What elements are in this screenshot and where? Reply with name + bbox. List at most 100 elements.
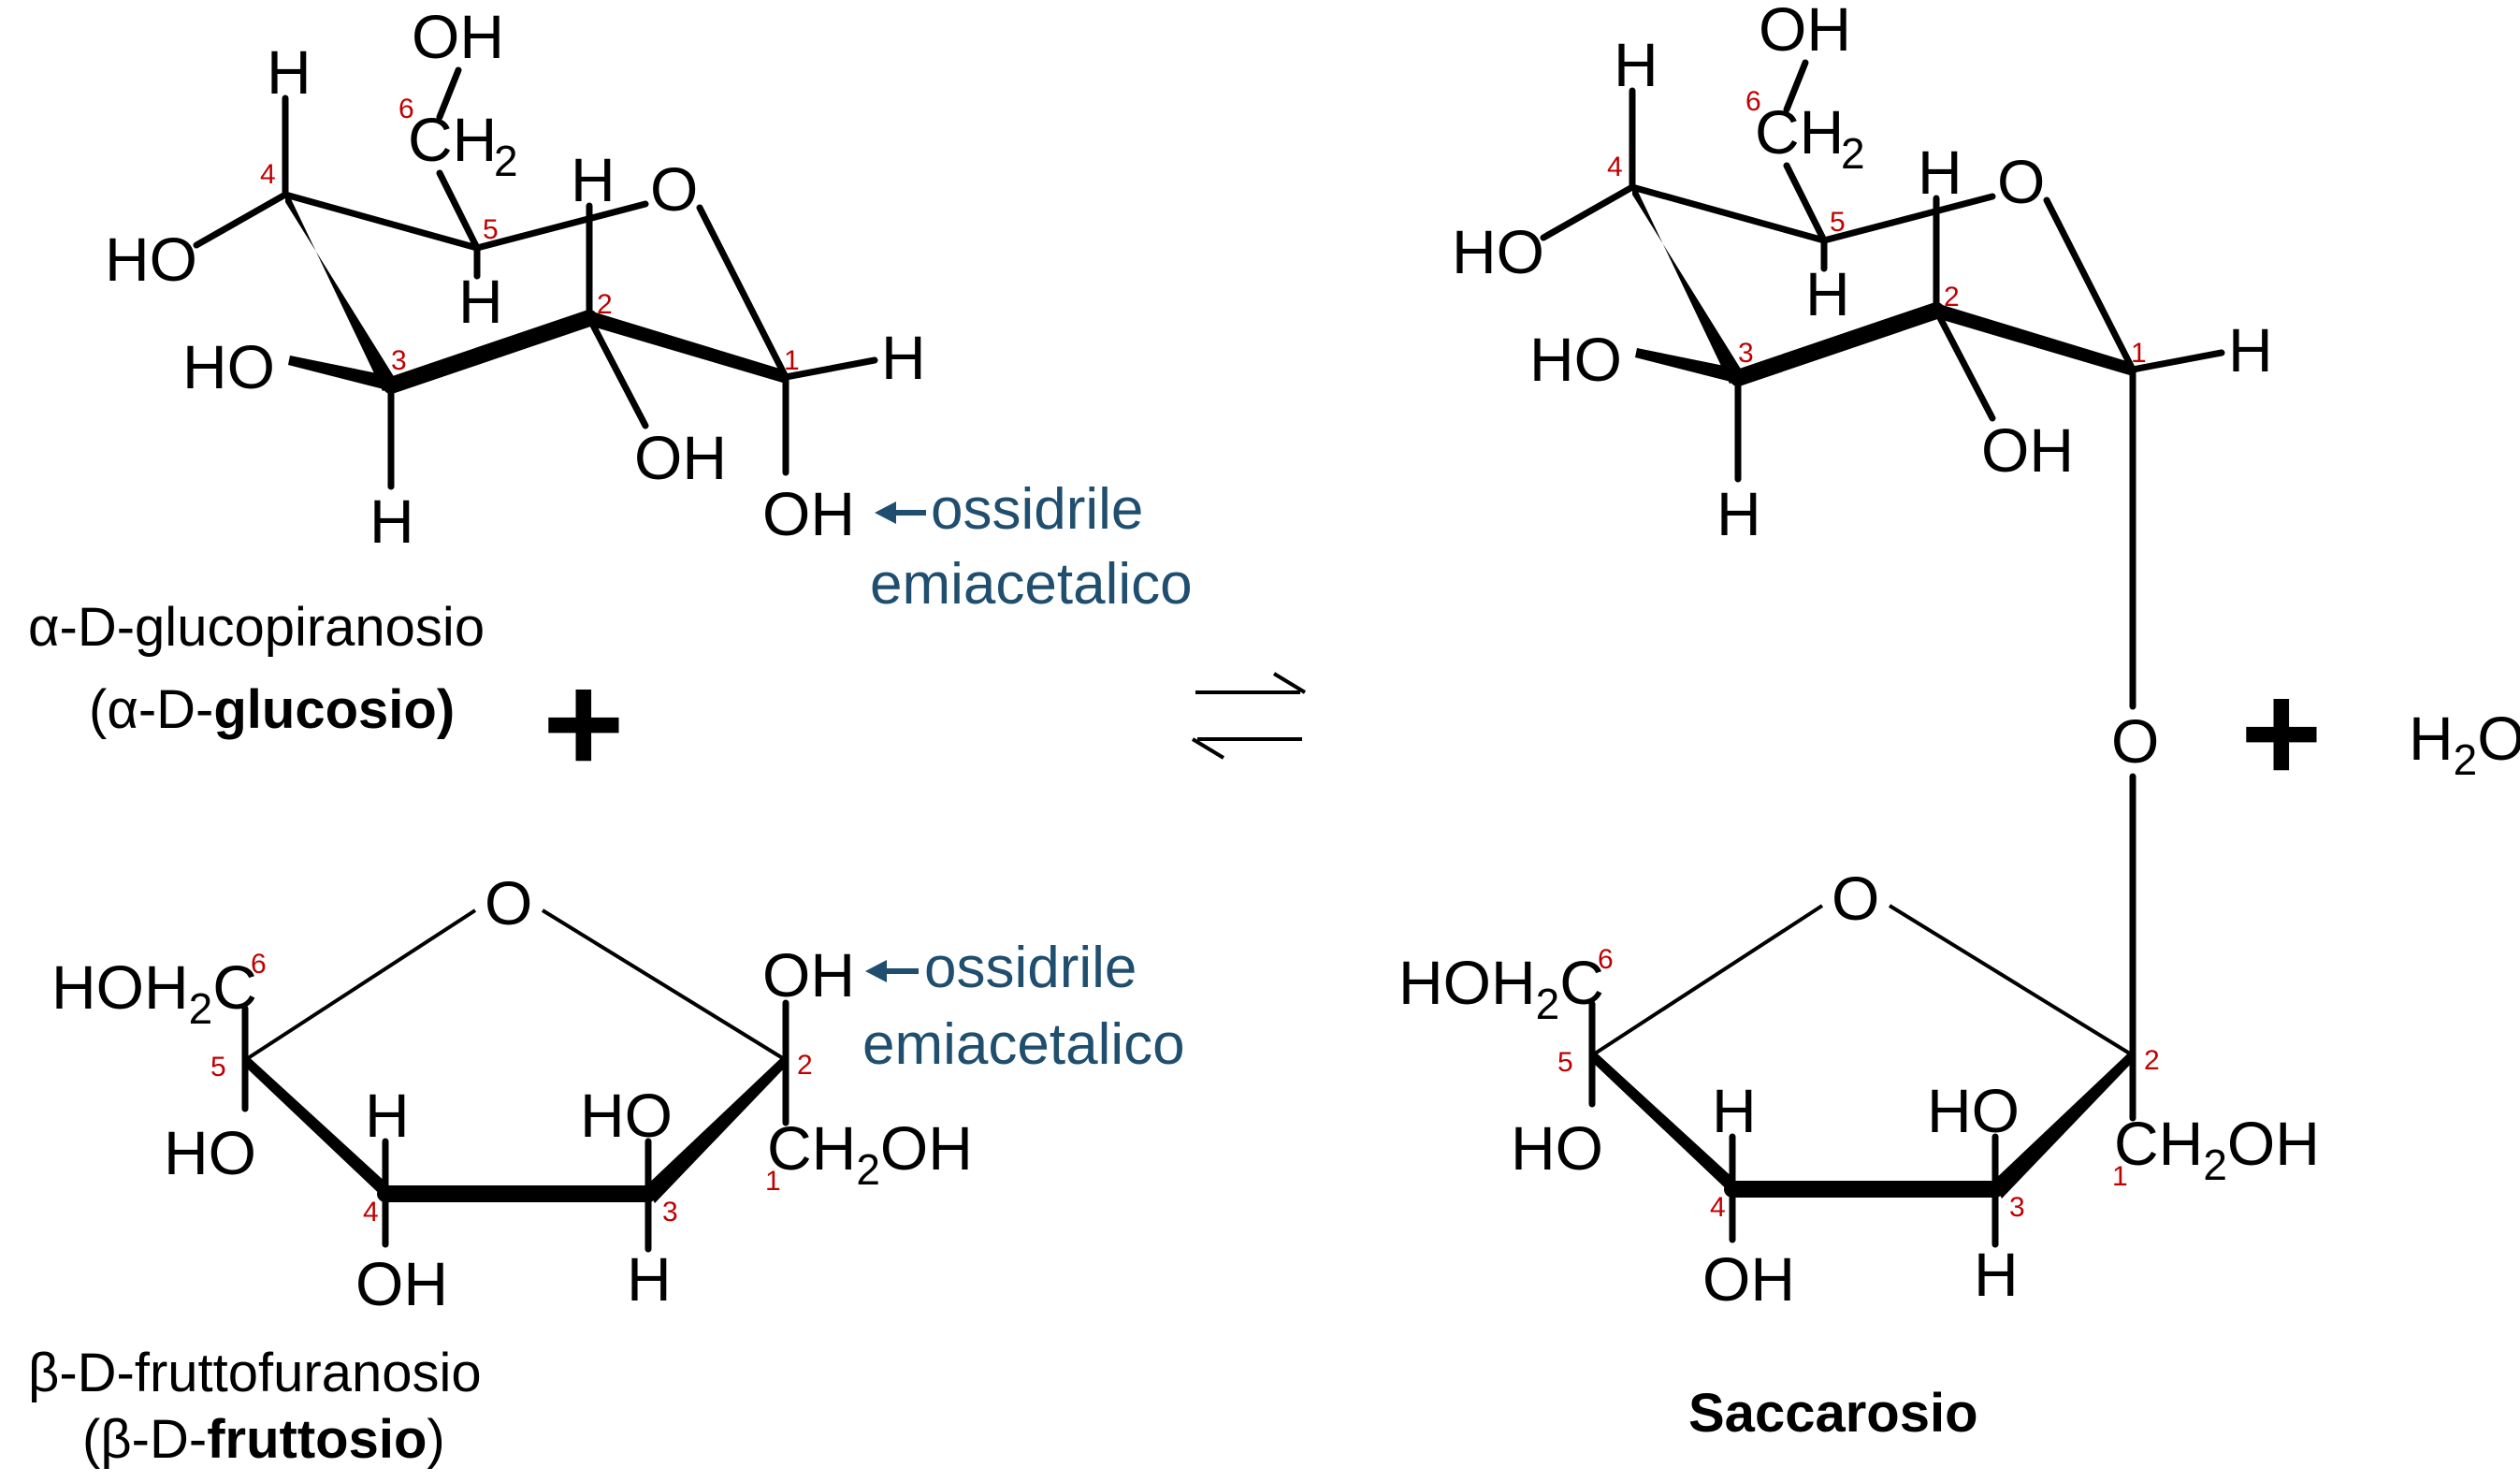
glucose-num-c4: 4 (260, 159, 276, 190)
wedge-c5-c4 (245, 1053, 388, 1202)
glucose-num-c1: 1 (784, 345, 800, 376)
glucose-caption-bold: glucosio) (213, 679, 455, 740)
fructose-caption-line1: β-D-fruttofuranosio (28, 1343, 482, 1403)
fructose-note-arrow-head (865, 960, 887, 982)
glucose-h1: H (881, 323, 926, 392)
sucrose-fru-num-c3: 3 (2009, 1192, 2025, 1223)
equilibrium-arrows (1191, 672, 1307, 760)
sucrose-fru-h3: H (1974, 1240, 2019, 1309)
sucrose-fru-ch2oh: CH2OH (2114, 1109, 2320, 1189)
sucrose-fru-h4: H (1712, 1076, 1757, 1145)
plus-sign-products: + (2240, 654, 2323, 811)
sucrose-fru-num-c1: 1 (2112, 1161, 2128, 1192)
fructose-caption-suffix: ) (427, 1409, 444, 1470)
bond-c2-oh (586, 314, 649, 429)
fructose-caption-line2: (β-D-fruttosio) (82, 1409, 445, 1470)
sucrose-glc-h4: H (1614, 30, 1658, 99)
bond-o-c1 (696, 204, 789, 381)
wedge-c4-c3 (285, 187, 399, 391)
sucrose-fru-num-c5: 5 (1557, 1047, 1573, 1078)
sucrose-fructose-unit: O HOH2C HO H HO CH2OH OH H 6 5 2 4 3 1 (1398, 864, 2320, 1314)
fructose-caption-bold: fruttosio (207, 1409, 427, 1470)
glucose-caption-line2: (α-D-glucosio) (89, 679, 455, 740)
sucrose-fru-hoh2c: HOH2C (1398, 948, 1604, 1028)
fructose-num-c6: 6 (251, 949, 267, 980)
fructose-oh4: OH (355, 1249, 448, 1318)
glucose-h2top: H (571, 145, 616, 214)
bond-c4-c5 (282, 191, 481, 252)
glucose-oh2: OH (634, 423, 727, 492)
sucrose-glc-h2top: H (1918, 138, 1962, 207)
glucose-ch-sub: 2 (494, 137, 518, 185)
sucrose-fru-num-c6: 6 (1598, 944, 1614, 975)
fructose-note-line1: ossidrile (924, 936, 1137, 1000)
fructose-note-line2: emiacetalico (862, 1012, 1185, 1077)
fructose-num-c1: 1 (765, 1166, 781, 1197)
sucrose-glc-num-c2: 2 (1944, 282, 1960, 312)
water-formula: H2O (2409, 704, 2520, 784)
fructose-h4: H (365, 1081, 410, 1150)
fructose-molecule: O HOH2C OH HO H HO CH2OH OH H 6 5 2 4 3 … (51, 868, 973, 1318)
fructose-num-c2: 2 (797, 1050, 813, 1081)
bond-o-c2 (541, 908, 788, 1062)
glucose-h5: H (458, 267, 503, 336)
glucose-num-c3: 3 (391, 345, 407, 376)
fructose-ring-o: O (485, 868, 532, 937)
wedge-c2-c1 (589, 311, 786, 384)
sucrose-molecule: OH CH 2 H H O HO H HO H OH H 6 4 5 2 3 1… (1398, 0, 2320, 1444)
bond-c5-o (473, 200, 649, 252)
fructose-num-c3: 3 (662, 1197, 678, 1228)
glucose-ch: CH (408, 105, 497, 174)
glucose-caption-prefix: (α-D- (89, 679, 213, 740)
glucose-num-c2: 2 (597, 289, 613, 320)
sucrose-glc-ch: CH (1755, 97, 1844, 167)
bond-c6-c5 (436, 169, 481, 252)
fructose-hoh2c: HOH2C (51, 952, 257, 1033)
sucrose-fru-ring-o: O (1832, 864, 1879, 933)
sucrose-glc-ch-sub: 2 (1841, 129, 1865, 178)
glucose-oh1: OH (762, 479, 855, 548)
sucrose-caption: Saccarosio (1688, 1383, 1978, 1444)
fructose-num-c5: 5 (210, 1052, 226, 1082)
sucrose-bridge-o: O (2111, 706, 2159, 776)
sucrose-glc-ho3: HO (1529, 325, 1622, 394)
sucrose-glc-h1: H (2228, 315, 2273, 385)
glucose-note-line1: ossidrile (931, 477, 1143, 542)
sucrose-glc-num-c5: 5 (1830, 207, 1846, 238)
plus-sign-reactants: + (543, 645, 625, 802)
fructose-oh2: OH (762, 940, 855, 1010)
wedge-c2-c3 (645, 1053, 786, 1203)
fructose-hemiacetal-note: ossidrile emiacetalico (862, 936, 1185, 1077)
sucrose-glc-h3: H (1716, 479, 1761, 548)
bond-c5-o (243, 908, 477, 1062)
fructose-ho5: HO (164, 1118, 256, 1187)
sucrose-fru-num-c4: 4 (1710, 1192, 1726, 1223)
glucose-num-c6: 6 (398, 94, 414, 124)
sucrose-fru-oh4: OH (1702, 1244, 1795, 1314)
fructose-caption-prefix: (β-D- (82, 1409, 207, 1470)
fructose-num-c4: 4 (363, 1197, 379, 1228)
fructose-h3: H (627, 1244, 672, 1314)
glucose-note-line2: emiacetalico (870, 552, 1193, 617)
glucose-note-arrow-head (875, 501, 896, 524)
glucose-h4: H (267, 37, 311, 107)
fructose-ch2oh: CH2OH (767, 1113, 973, 1194)
sucrose-fru-ho5: HO (1511, 1113, 1603, 1183)
sucrose-glc-oh2: OH (1981, 415, 2074, 485)
sucrose-glc-num-c4: 4 (1607, 152, 1623, 182)
glucose-ring-o: O (650, 154, 698, 224)
glucose-oh6: OH (412, 2, 504, 71)
sucrose-glc-ring-o: O (1997, 147, 2045, 216)
bold-bond-c3-c2 (383, 310, 598, 394)
wedge-c3-oh (288, 356, 391, 391)
sucrose-glc-num-c1: 1 (2131, 338, 2147, 369)
glucose-caption-line1: α-D-glucopiranosio (28, 597, 485, 658)
glucose-molecule: OH CH 2 H H O HO H HO H OH H OH 6 4 5 2 … (105, 2, 926, 556)
sucrose-glc-ho4: HO (1452, 217, 1544, 286)
sucrose-glucose-unit: OH CH 2 H H O HO H HO H OH H 6 4 5 2 3 1 (1452, 0, 2273, 548)
glucose-num-c5: 5 (483, 214, 499, 245)
sucrose-fru-num-c2: 2 (2144, 1045, 2160, 1076)
bond-c1-h (782, 356, 878, 381)
glucose-hemiacetal-note: ossidrile emiacetalico (870, 477, 1193, 617)
